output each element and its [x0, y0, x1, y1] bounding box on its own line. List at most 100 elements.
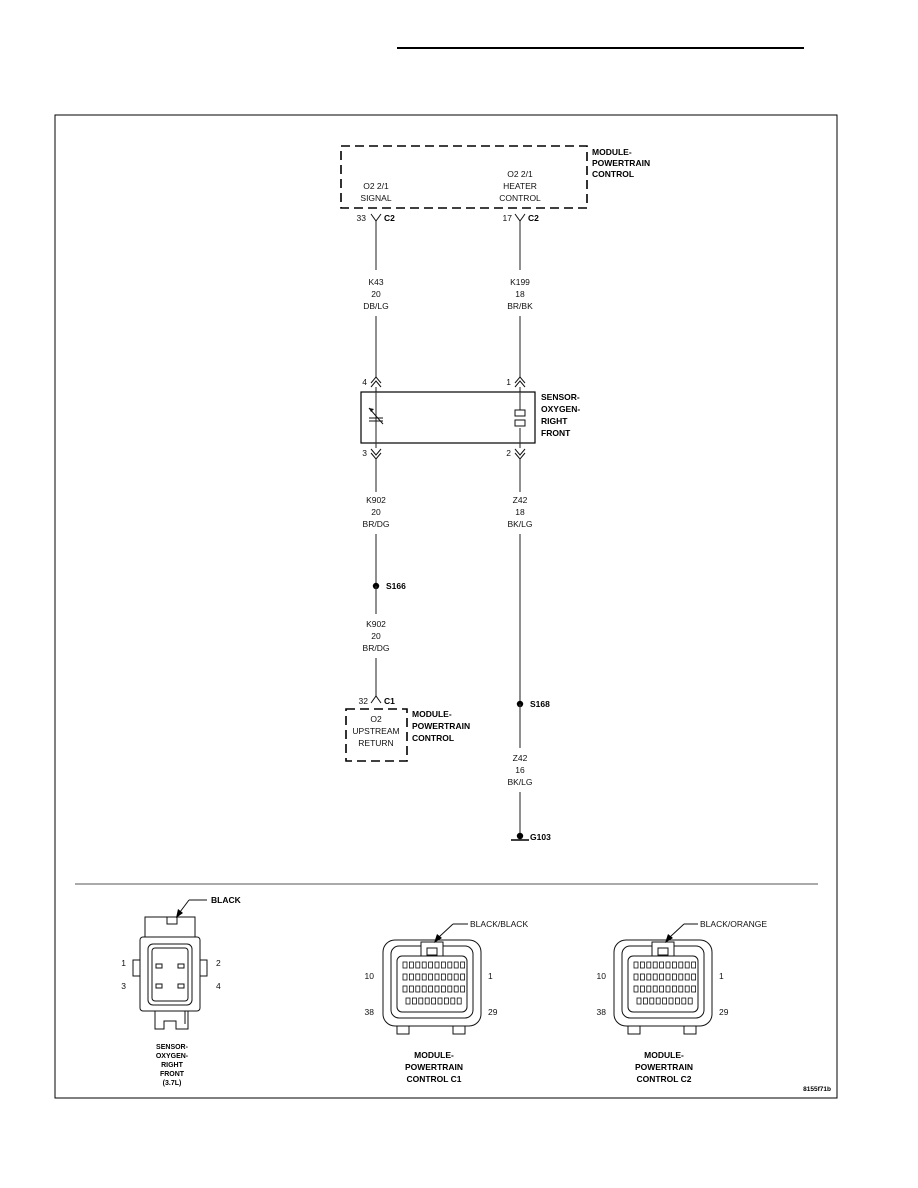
- pin-cavity: [652, 961, 658, 969]
- pin-cavity: [408, 973, 414, 981]
- pin-cavity: [675, 997, 680, 1005]
- svg-text:BR/DG: BR/DG: [363, 519, 390, 529]
- wire-label-k43: K43 20 DB/LG: [363, 277, 389, 311]
- svg-text:DB/LG: DB/LG: [363, 301, 389, 311]
- svg-text:FRONT: FRONT: [541, 428, 571, 438]
- pin-cavity: [633, 973, 639, 981]
- pin-cavity: [405, 997, 411, 1005]
- svg-text:1: 1: [506, 377, 511, 387]
- heater-element-icon: [514, 409, 526, 427]
- svg-text:SENSOR-: SENSOR-: [156, 1044, 189, 1051]
- pin-cavity: [659, 961, 664, 969]
- pin-cavity: [678, 973, 684, 981]
- svg-text:CONTROL: CONTROL: [412, 733, 454, 743]
- svg-text:BLACK/ORANGE: BLACK/ORANGE: [700, 919, 767, 929]
- svg-text:10: 10: [597, 971, 607, 981]
- c1-pin-grid: [402, 961, 465, 1005]
- pin-cavity: [453, 961, 459, 969]
- sensor-pin-1: 1: [506, 376, 526, 388]
- pin-cavity: [649, 997, 655, 1005]
- sensor-connector-pointer: BLACK: [176, 895, 242, 918]
- svg-text:SENSOR-: SENSOR-: [541, 392, 580, 402]
- svg-text:BK/LG: BK/LG: [507, 777, 532, 787]
- svg-text:BR/BK: BR/BK: [507, 301, 533, 311]
- c2-pin-grid: [633, 961, 696, 1005]
- svg-text:18: 18: [515, 289, 525, 299]
- svg-text:S166: S166: [386, 581, 406, 591]
- pin-cavity: [411, 997, 417, 1005]
- svg-text:O2: O2: [370, 714, 382, 724]
- svg-text:2: 2: [506, 448, 511, 458]
- svg-text:C1: C1: [384, 696, 395, 706]
- svg-text:POWERTRAIN: POWERTRAIN: [405, 1062, 463, 1072]
- svg-text:(3.7L): (3.7L): [163, 1080, 182, 1087]
- pcm-top-module: MODULE- POWERTRAIN CONTROL O2 2/1 SIGNAL…: [340, 145, 650, 209]
- pin-cavity: [415, 985, 421, 993]
- svg-text:18: 18: [515, 507, 525, 517]
- svg-text:K43: K43: [368, 277, 383, 287]
- svg-text:K902: K902: [366, 619, 386, 629]
- pin-cavity: [655, 997, 661, 1005]
- sensor-pin-3: 3: [362, 448, 382, 460]
- svg-text:BLACK/BLACK: BLACK/BLACK: [470, 919, 528, 929]
- pin-cavity: [672, 973, 677, 981]
- pin-cavity: [428, 961, 433, 969]
- svg-text:C2: C2: [384, 213, 395, 223]
- pin-cavity: [460, 973, 465, 981]
- diagram-frame: [54, 114, 838, 1099]
- pin-cavity: [646, 961, 652, 969]
- svg-text:1: 1: [719, 971, 724, 981]
- pin-cavity: [672, 985, 677, 993]
- svg-text:38: 38: [365, 1007, 375, 1017]
- pin-cavity: [672, 961, 677, 969]
- svg-text:1: 1: [121, 958, 126, 968]
- pin-cavity: [691, 973, 696, 981]
- pin-cavity: [453, 985, 459, 993]
- pin-cavity: [662, 997, 667, 1005]
- svg-text:29: 29: [488, 1007, 498, 1017]
- pin-cavity: [434, 985, 440, 993]
- svg-text:3: 3: [121, 981, 126, 991]
- svg-text:BK/LG: BK/LG: [507, 519, 532, 529]
- pin-cavity: [447, 961, 453, 969]
- svg-text:MODULE-: MODULE-: [414, 1050, 454, 1060]
- pin-cavity: [691, 961, 696, 969]
- pin-cavity: [684, 973, 690, 981]
- pin-cavity: [659, 985, 664, 993]
- c1-connector-caption: MODULE- POWERTRAIN CONTROL C1: [405, 1050, 463, 1084]
- wire-label-k902-upper: K902 20 BR/DG: [363, 495, 390, 529]
- c1-connector-view: [382, 939, 482, 1035]
- svg-text:CONTROL C1: CONTROL C1: [406, 1074, 461, 1084]
- pin-cavity: [421, 985, 427, 993]
- pin-cavity: [684, 961, 690, 969]
- pin-cavity: [684, 985, 690, 993]
- svg-text:3: 3: [362, 448, 367, 458]
- pcm-heater-label-3: CONTROL: [499, 193, 541, 203]
- svg-text:OXYGEN-: OXYGEN-: [156, 1053, 189, 1060]
- svg-text:MODULE-: MODULE-: [412, 709, 452, 719]
- sensor-connector-caption: SENSOR- OXYGEN- RIGHT FRONT (3.7L): [156, 1044, 189, 1087]
- wire-label-z42-lower: Z42 16 BK/LG: [507, 753, 532, 787]
- pin-cavity: [421, 961, 427, 969]
- pin-cavity: [678, 961, 684, 969]
- svg-text:32: 32: [359, 696, 369, 706]
- svg-text:FRONT: FRONT: [160, 1071, 185, 1078]
- c2-connector-pins: 10 1 38 29: [597, 971, 729, 1017]
- pin-cavity: [447, 985, 453, 993]
- c2-connector-view: [613, 939, 713, 1035]
- svg-text:Z42: Z42: [513, 495, 528, 505]
- pin-cavity: [408, 985, 414, 993]
- svg-text:RIGHT: RIGHT: [161, 1062, 184, 1069]
- pin-cavity: [447, 973, 453, 981]
- c1-connector-pins: 10 1 38 29: [365, 971, 498, 1017]
- pin-cavity: [402, 961, 408, 969]
- svg-text:POWERTRAIN: POWERTRAIN: [635, 1062, 693, 1072]
- svg-text:29: 29: [719, 1007, 729, 1017]
- wire-label-z42-upper: Z42 18 BK/LG: [507, 495, 532, 529]
- pin-cavity: [418, 997, 424, 1005]
- pin-cavity: [665, 973, 671, 981]
- pin-17-c2: 17 C2: [503, 213, 540, 223]
- c1-connector-pointer: BLACK/BLACK: [434, 919, 528, 943]
- pin-cavity: [421, 973, 427, 981]
- svg-text:20: 20: [371, 631, 381, 641]
